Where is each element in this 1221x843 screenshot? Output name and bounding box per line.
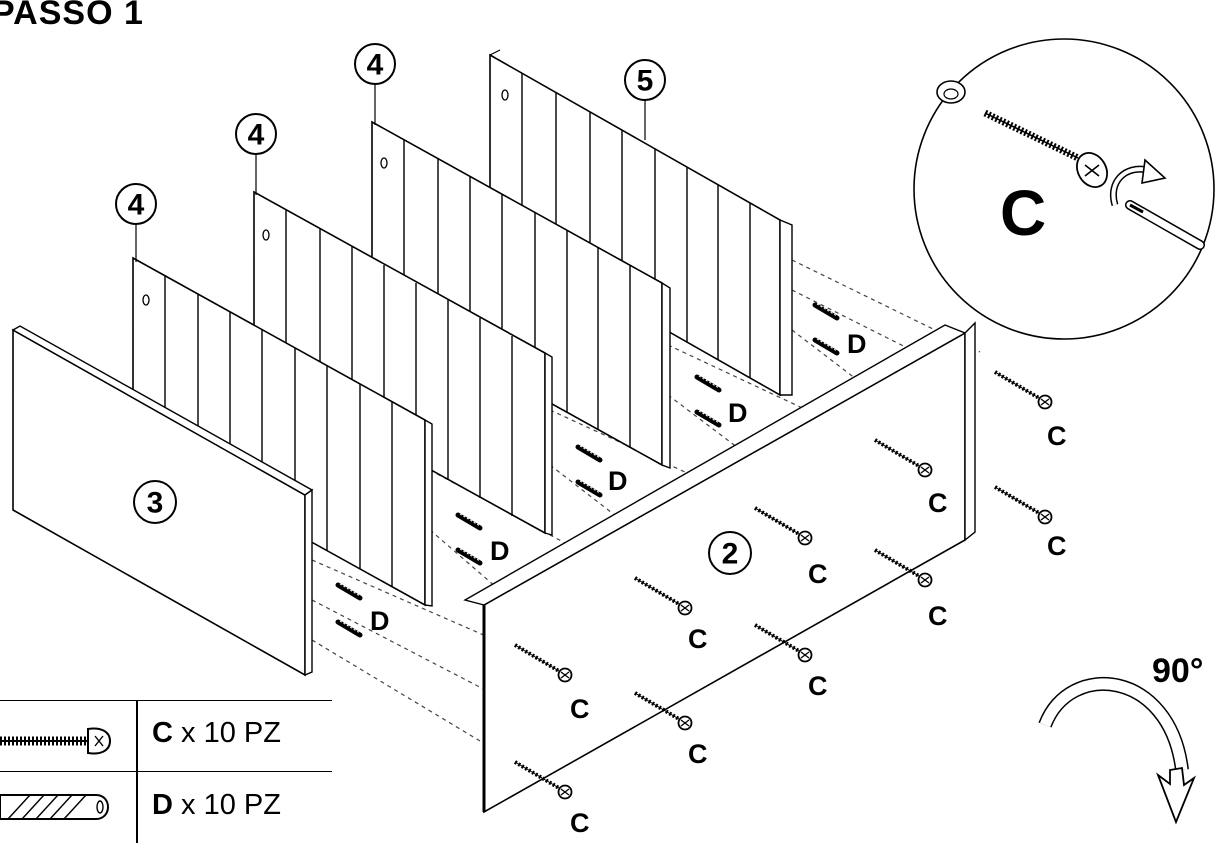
screw-detail: C bbox=[913, 38, 1215, 340]
svg-text:D: D bbox=[728, 398, 748, 428]
svg-text:4: 4 bbox=[248, 119, 265, 152]
svg-text:4: 4 bbox=[367, 49, 384, 82]
svg-text:C: C bbox=[1047, 531, 1067, 561]
svg-text:C: C bbox=[570, 694, 590, 724]
svg-text:D: D bbox=[608, 466, 628, 496]
panel-4-c bbox=[371, 120, 671, 470]
panel-4-a bbox=[132, 256, 433, 607]
legend-row-d: D x 10 PZ bbox=[0, 773, 332, 843]
svg-text:C: C bbox=[1047, 421, 1067, 451]
svg-text:C: C bbox=[808, 671, 828, 701]
part-callouts: 4 4 4 5 3 2 bbox=[115, 43, 752, 575]
dowel-labels: D D D D D bbox=[370, 329, 867, 636]
svg-text:D: D bbox=[370, 606, 390, 636]
svg-text:C: C bbox=[928, 488, 948, 518]
dowel-icon bbox=[0, 794, 110, 820]
svg-text:C: C bbox=[570, 808, 590, 838]
page-title: PASSO 1 bbox=[0, 0, 144, 32]
screw-icon bbox=[0, 727, 112, 755]
svg-text:2: 2 bbox=[722, 538, 739, 571]
svg-text:C: C bbox=[1000, 177, 1046, 249]
svg-text:90°: 90° bbox=[1152, 652, 1203, 690]
legend-divider bbox=[136, 701, 138, 843]
svg-text:D: D bbox=[490, 536, 510, 566]
svg-text:5: 5 bbox=[637, 65, 654, 98]
svg-text:C: C bbox=[688, 624, 708, 654]
svg-text:C: C bbox=[928, 601, 948, 631]
legend-text-c: C x 10 PZ bbox=[152, 717, 281, 749]
svg-text:3: 3 bbox=[147, 487, 164, 520]
screw-labels: C C C C C C C C C C bbox=[570, 421, 1067, 838]
parts-legend: C x 10 PZ D x 10 PZ bbox=[0, 700, 332, 843]
legend-row-c: C x 10 PZ bbox=[0, 701, 332, 772]
svg-text:4: 4 bbox=[128, 189, 145, 222]
svg-text:D: D bbox=[847, 329, 867, 359]
svg-text:C: C bbox=[688, 739, 708, 769]
rotate-90-icon: 90° bbox=[1038, 652, 1203, 825]
svg-text:C: C bbox=[808, 559, 828, 589]
legend-text-d: D x 10 PZ bbox=[152, 789, 281, 821]
